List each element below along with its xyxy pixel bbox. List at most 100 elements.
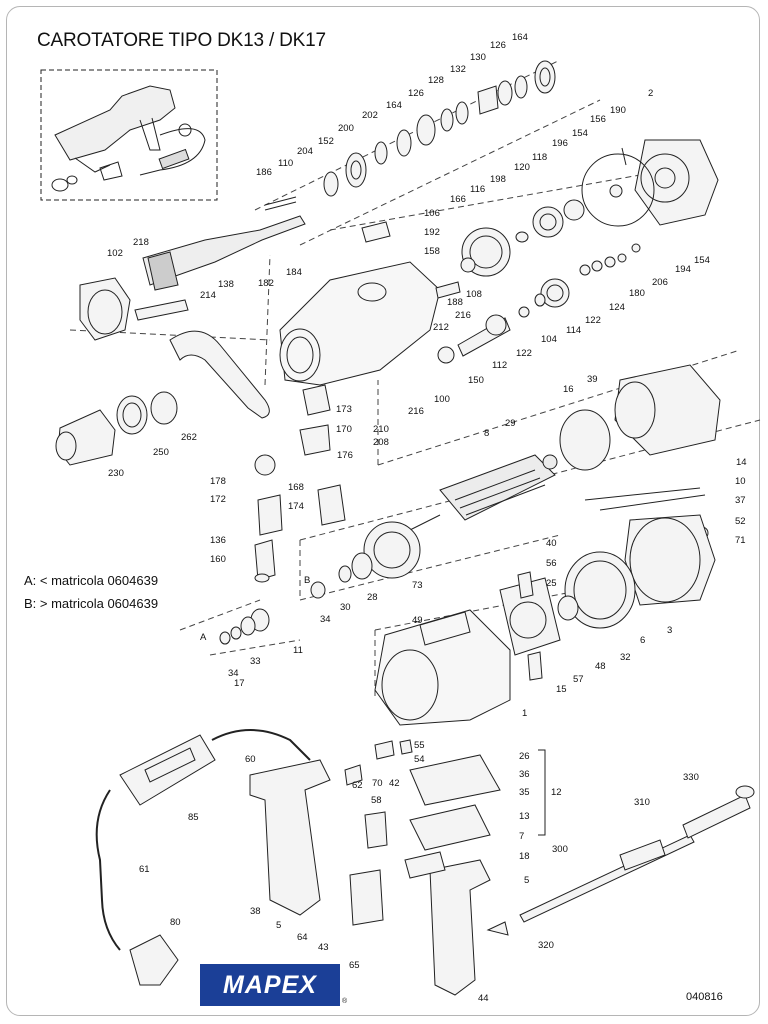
part-label-13: 13 [519, 811, 530, 822]
part-label-102: 102 [107, 248, 123, 259]
part-label-34: 34 [320, 614, 331, 625]
part-label-206: 206 [652, 277, 668, 288]
part-label-2: 2 [648, 88, 653, 99]
part-label-16: 16 [563, 384, 574, 395]
part-label-100: 100 [434, 394, 450, 405]
part-label-52: 52 [735, 516, 746, 527]
sheet-border [6, 6, 760, 1016]
legend-variant-a: A: < matricola 0604639 [24, 573, 159, 588]
part-label-80: 80 [170, 917, 181, 928]
part-label-114: 114 [566, 325, 581, 336]
part-label-18: 18 [519, 851, 530, 862]
part-label-42: 42 [389, 778, 400, 789]
part-label-154: 154 [572, 128, 588, 139]
part-label-73: 73 [412, 580, 423, 591]
part-label-17: 17 [234, 678, 245, 689]
part-label-38: 38 [250, 906, 261, 917]
part-label-B: B [304, 575, 310, 586]
part-label-116: 116 [470, 184, 485, 195]
part-label-14: 14 [736, 457, 747, 468]
part-label-25: 25 [546, 578, 557, 589]
part-label-43: 43 [318, 942, 329, 953]
part-label-40: 40 [546, 538, 557, 549]
part-label-57: 57 [573, 674, 584, 685]
part-label-3: 3 [667, 625, 672, 636]
part-label-61: 61 [139, 864, 150, 875]
part-label-64: 64 [297, 932, 308, 943]
part-label-150: 150 [468, 375, 484, 386]
part-label-A: A [200, 632, 207, 643]
part-label-168: 168 [288, 482, 304, 493]
part-label-85: 85 [188, 812, 199, 823]
part-label-32: 32 [620, 652, 631, 663]
part-label-160: 160 [210, 554, 226, 565]
part-label-250: 250 [153, 447, 169, 458]
part-label-136: 136 [210, 535, 226, 546]
part-label-320: 320 [538, 940, 554, 951]
part-label-30: 30 [340, 602, 351, 613]
part-label-182: 182 [258, 278, 274, 289]
part-label-330: 330 [683, 772, 699, 783]
part-label-164: 164 [512, 32, 528, 43]
part-label-37: 37 [735, 495, 746, 506]
part-label-5: 5 [276, 920, 281, 931]
part-label-184: 184 [286, 267, 302, 278]
part-label-36: 36 [519, 769, 530, 780]
part-label-39: 39 [587, 374, 598, 385]
part-label-112: 112 [492, 360, 507, 371]
part-label-164: 164 [386, 100, 402, 111]
part-label-122: 122 [516, 348, 532, 359]
part-label-110: 110 [278, 158, 293, 169]
part-label-172: 172 [210, 494, 226, 505]
part-label-216: 216 [408, 406, 424, 417]
part-label-120: 120 [514, 162, 530, 173]
part-label-70: 70 [372, 778, 383, 789]
part-label-152: 152 [318, 136, 334, 147]
part-label-196: 196 [552, 138, 568, 149]
brand-logo-text: MAPEX [223, 970, 317, 999]
part-label-130: 130 [470, 52, 486, 63]
part-label-56: 56 [546, 558, 557, 569]
page-title: CAROTATORE TIPO DK13 / DK17 [37, 30, 326, 51]
part-label-126: 126 [490, 40, 506, 51]
part-label-208: 208 [373, 437, 389, 448]
part-label-210: 210 [373, 424, 389, 435]
part-label-188: 188 [447, 297, 463, 308]
part-label-180: 180 [629, 288, 645, 299]
legend-variant-b: B: > matricola 0604639 [24, 596, 159, 611]
part-label-65: 65 [349, 960, 360, 971]
part-label-48: 48 [595, 661, 606, 672]
part-label-126: 126 [408, 88, 424, 99]
part-label-54: 54 [414, 754, 425, 765]
part-label-106: 106 [424, 208, 440, 219]
part-label-28: 28 [367, 592, 378, 603]
part-label-62: 62 [352, 780, 363, 791]
part-label-11: 11 [293, 645, 303, 656]
part-label-178: 178 [210, 476, 226, 487]
part-label-5: 5 [524, 875, 529, 886]
part-label-218: 218 [133, 237, 149, 248]
part-label-7: 7 [519, 831, 524, 842]
part-label-15: 15 [556, 684, 567, 695]
part-label-132: 132 [450, 64, 466, 75]
part-label-104: 104 [541, 334, 557, 345]
part-label-310: 310 [634, 797, 650, 808]
registered-mark: ® [342, 998, 348, 1005]
part-label-186: 186 [256, 167, 272, 178]
part-label-12: 12 [551, 787, 562, 798]
document-code: 040816 [686, 991, 723, 1003]
part-label-156: 156 [590, 114, 606, 125]
part-label-194: 194 [675, 264, 691, 275]
part-label-34: 34 [228, 668, 239, 679]
brand-logo: MAPEX [200, 964, 340, 1006]
part-label-29: 29 [505, 418, 516, 429]
part-label-71: 71 [735, 535, 746, 546]
part-label-8: 8 [484, 428, 489, 439]
part-label-214: 214 [200, 290, 216, 301]
assembled-drill-thumbnail [51, 85, 206, 192]
part-label-26: 26 [519, 751, 530, 762]
part-label-200: 200 [338, 123, 354, 134]
part-label-173: 173 [336, 404, 352, 415]
part-label-33: 33 [250, 656, 261, 667]
